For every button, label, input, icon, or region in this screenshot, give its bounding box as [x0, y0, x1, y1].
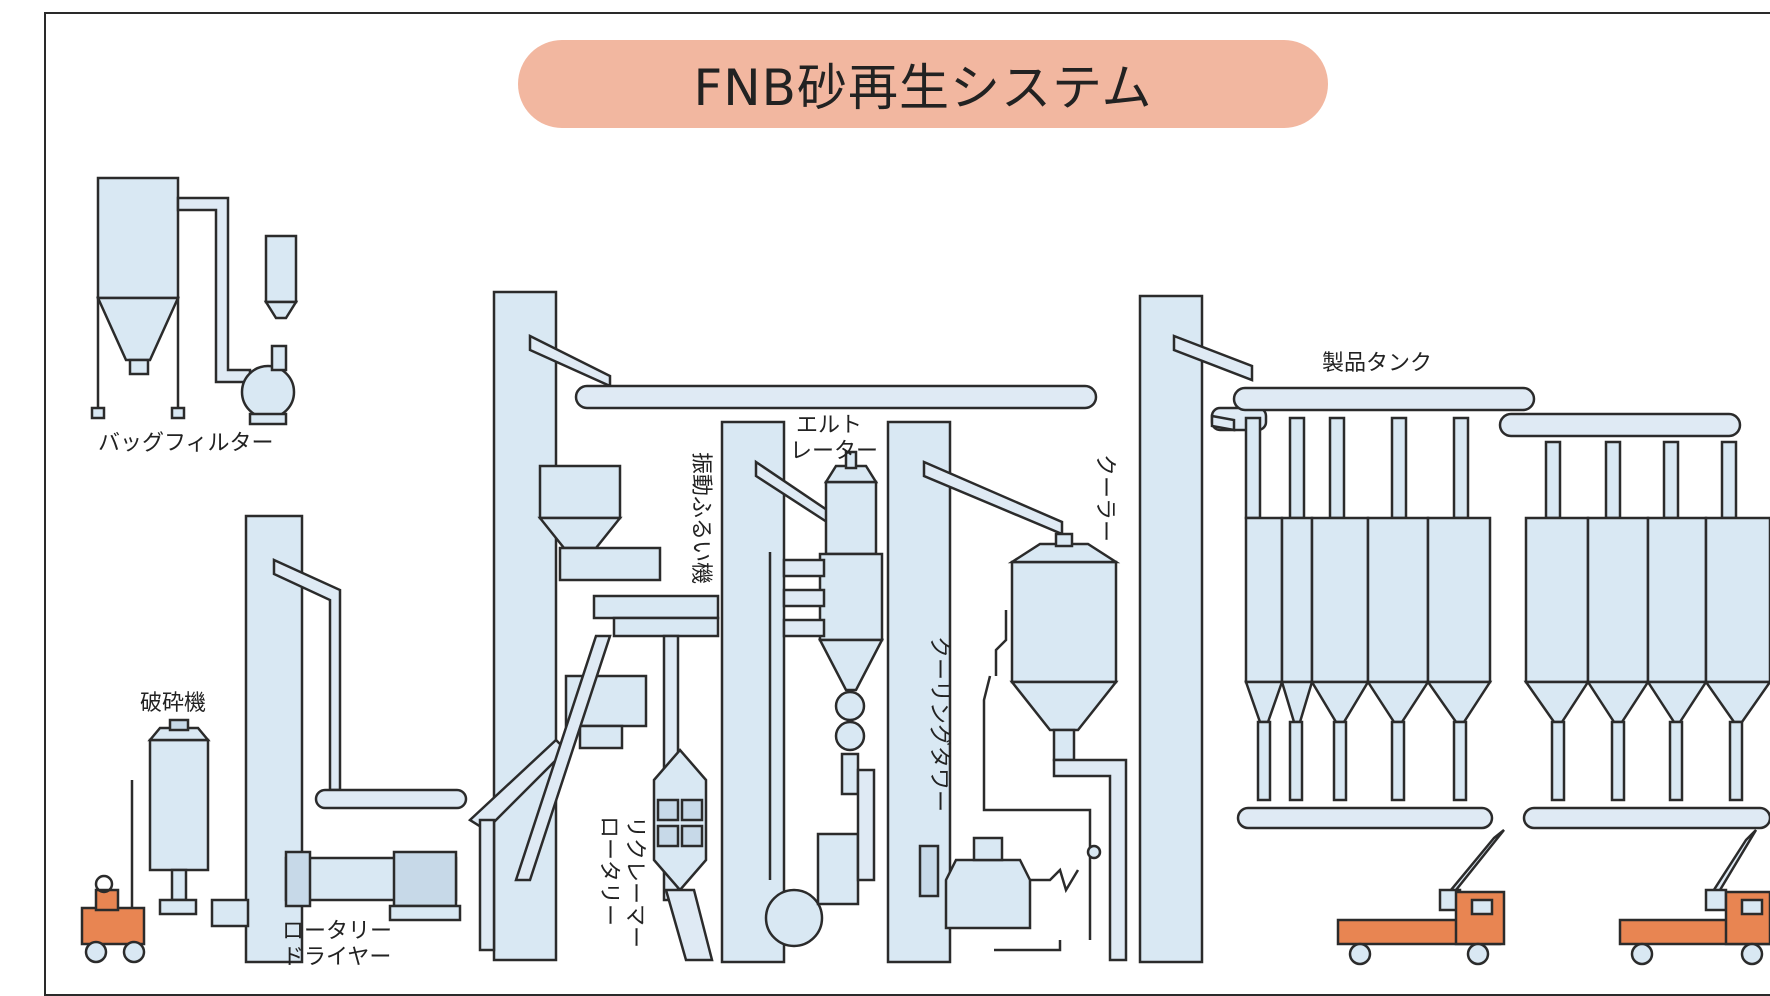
bag-filter: [90, 176, 299, 426]
label-bag-filter: バッグフィルター: [98, 431, 274, 456]
cooler: [1007, 532, 1128, 962]
rotary-dryer: [210, 850, 462, 928]
bucket-elevator-5: [1138, 294, 1268, 964]
product-tanks-1: [1236, 416, 1505, 912]
label-rotary-dryer-2: ドライヤー: [282, 945, 391, 970]
label-rotary-dryer-1: ロータリー: [282, 919, 392, 944]
cooling-tower: [918, 610, 1102, 952]
bucket-elevator-3: [720, 420, 832, 964]
label-product-tank: 製品タンク: [1322, 351, 1432, 376]
label-vibrating-screen: 振動ふるい機: [688, 452, 713, 584]
product-tanks-2: [1522, 440, 1770, 912]
bucket-elevator-1: [244, 514, 468, 964]
label-elutriator-2: レーター: [790, 439, 878, 464]
title-banner: FNB砂再生システム: [518, 40, 1328, 128]
crusher: [130, 718, 211, 940]
vibrating-screen: [514, 464, 720, 902]
label-rotary-reclaimer-2: リクレーマー: [622, 816, 647, 948]
elutriator: [764, 450, 885, 948]
rotary-reclaimer: [652, 748, 714, 962]
truck-2: [1618, 890, 1770, 966]
truck-1: [1336, 890, 1506, 966]
label-cooler: クーラー: [1092, 454, 1117, 542]
label-cooling-tower: クーリングタワー: [926, 636, 951, 812]
product-pipe-1: [1232, 386, 1536, 412]
forklift: [80, 874, 146, 964]
label-elutriator-1: エルト: [796, 413, 862, 438]
diagram-title: FNB砂再生システム: [693, 59, 1153, 117]
label-crusher: 破砕機: [140, 691, 206, 716]
product-pipe-2: [1498, 412, 1742, 438]
label-rotary-reclaimer-1: ロータリー: [596, 816, 621, 926]
